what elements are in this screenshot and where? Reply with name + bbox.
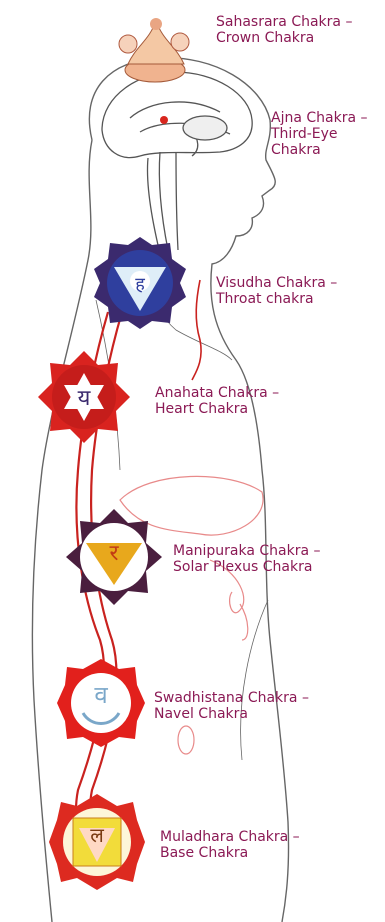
swadhisthana-seed-syllable: व <box>94 681 108 709</box>
label-line: Base Chakra <box>160 845 300 861</box>
ajna-bindu-dot <box>160 116 168 124</box>
brain-illustration <box>102 72 252 250</box>
label-line: Crown Chakra <box>216 30 352 46</box>
label-line: Throat chakra <box>216 291 337 307</box>
label-line: Ajna Chakra – <box>271 110 368 126</box>
muladhara-chakra-label: Muladhara Chakra – Base Chakra <box>160 829 300 861</box>
visudha-chakra-label: Visudha Chakra – Throat chakra <box>216 275 337 307</box>
label-line: Manipuraka Chakra – <box>173 543 321 559</box>
label-line: Swadhistana Chakra – <box>154 690 309 706</box>
label-line: Sahasrara Chakra – <box>216 14 352 30</box>
ajna-chakra-label: Ajna Chakra – Third-Eye Chakra <box>271 110 368 158</box>
label-line: Muladhara Chakra – <box>160 829 300 845</box>
label-line: Third-Eye <box>271 126 368 142</box>
muladhara-seed-syllable: ल <box>90 823 104 847</box>
anahata-seed-syllable: य <box>78 386 92 411</box>
label-line: Anahata Chakra – <box>155 385 279 401</box>
label-line: Navel Chakra <box>154 706 309 722</box>
label-line: Heart Chakra <box>155 401 279 417</box>
label-line: Solar Plexus Chakra <box>173 559 321 575</box>
anahata-chakra-label: Anahata Chakra – Heart Chakra <box>155 385 279 417</box>
visudha-seed-syllable: ह <box>135 274 145 295</box>
sahasrara-crown-lotus <box>119 18 189 82</box>
swadhisthana-chakra-label: Swadhistana Chakra – Navel Chakra <box>154 690 309 722</box>
manipura-chakra-label: Manipuraka Chakra – Solar Plexus Chakra <box>173 543 321 575</box>
sahasrara-chakra-label: Sahasrara Chakra – Crown Chakra <box>216 14 352 46</box>
body-outline <box>32 58 288 922</box>
label-line: Visudha Chakra – <box>216 275 337 291</box>
label-line: Chakra <box>271 142 368 158</box>
manipura-seed-syllable: र <box>110 541 120 566</box>
